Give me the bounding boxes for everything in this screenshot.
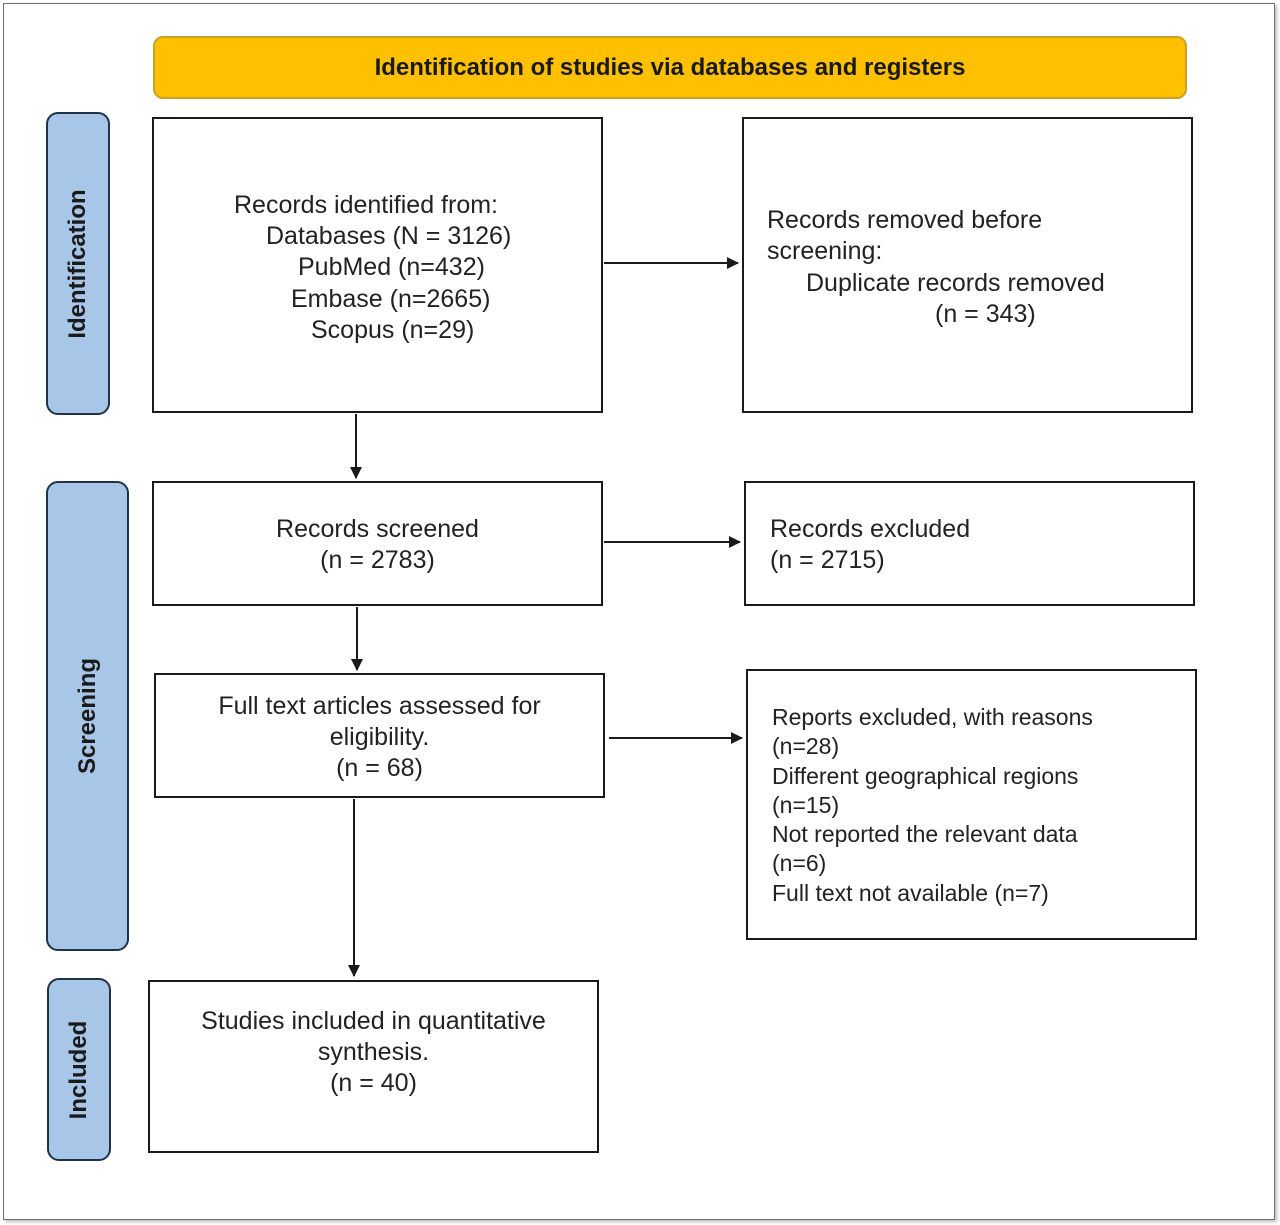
box-records-screened: Records screened (n = 2783) — [152, 481, 603, 606]
box-line: Studies included in quantitative — [201, 1007, 546, 1035]
box-line: Not reported the relevant data — [772, 821, 1078, 848]
box-line: Full text not available (n=7) — [772, 879, 1049, 906]
box-line: Records removed before — [767, 206, 1043, 234]
box-line: (n = 40) — [330, 1069, 417, 1097]
box-records-removed: Records removed before screening: Duplic… — [742, 117, 1193, 413]
box-full-text-assessed: Full text articles assessed for eligibil… — [154, 673, 605, 798]
box-line: synthesis. — [317, 1038, 430, 1066]
box-studies-included: Studies included in quantitative synthes… — [148, 980, 599, 1153]
box-line: Full text articles assessed for — [218, 692, 541, 720]
figure-frame — [3, 3, 1275, 1220]
box-line: (n = 68) — [336, 754, 423, 782]
phase-identification: Identification — [46, 112, 110, 415]
box-line: Records screened — [276, 515, 479, 543]
box-line: Different geographical regions — [772, 762, 1079, 789]
box-records-excluded: Records excluded (n = 2715) — [744, 481, 1195, 606]
box-line: Embase (n=2665) — [291, 285, 491, 313]
box-line: (n = 2715) — [770, 546, 885, 574]
box-records-identified: Records identified from: Databases (N = … — [152, 117, 603, 413]
box-line: (n = 343) — [935, 300, 1036, 328]
box-line: Records identified from: — [234, 191, 499, 219]
box-line: Databases (N = 3126) — [266, 222, 512, 250]
box-line: PubMed (n=432) — [298, 253, 485, 281]
title-text: Identification of studies via databases … — [374, 53, 966, 81]
box-line: Records excluded — [770, 515, 971, 543]
phase-included: Included — [47, 978, 111, 1161]
box-line: Reports excluded, with reasons — [772, 704, 1093, 730]
box-reports-excluded: Reports excluded, with reasons (n=28) Di… — [746, 669, 1197, 940]
box-line: (n=6) — [772, 850, 827, 877]
phase-screening: Screening — [46, 481, 129, 951]
box-line: Duplicate records removed — [806, 269, 1105, 297]
box-line: Scopus (n=29) — [311, 316, 475, 344]
box-line: (n=28) — [772, 733, 840, 760]
title-banner: Identification of studies via databases … — [153, 36, 1187, 99]
box-line: (n = 2783) — [320, 546, 435, 574]
box-line: eligibility. — [329, 723, 430, 751]
box-line: (n=15) — [772, 791, 840, 818]
box-line: screening: — [767, 237, 883, 265]
